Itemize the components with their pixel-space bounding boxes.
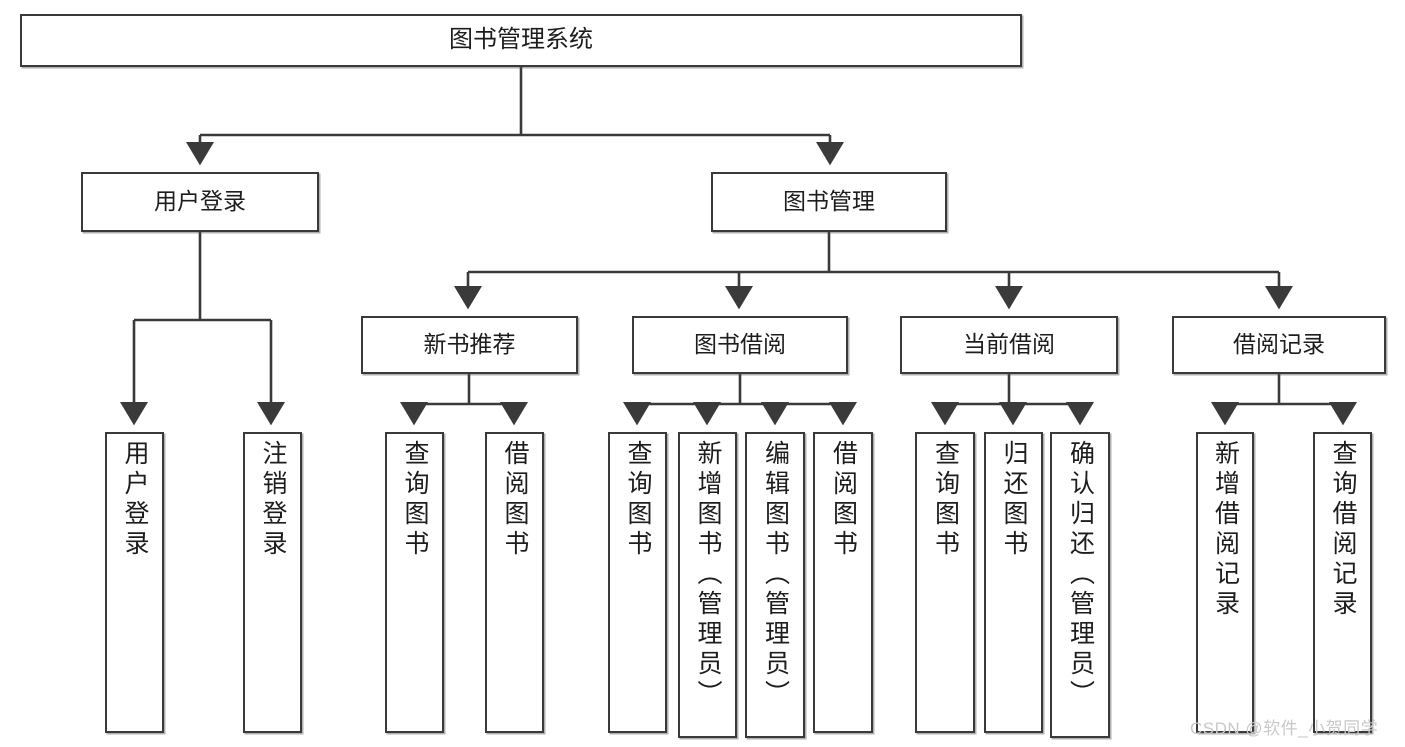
leaf-query-book-borrow[interactable]: 查询图书 [608,432,667,733]
node-label: 图书管理系统 [449,26,593,54]
leaf-borrow-book-recommend[interactable]: 借阅图书 [485,432,544,733]
node-label: 用户登录 [121,440,149,560]
node-label: 借阅记录 [1233,331,1325,358]
leaf-logout[interactable]: 注销登录 [243,432,302,733]
node-label: 新增借阅记录 [1211,440,1240,620]
leaf-query-borrow-record[interactable]: 查询借阅记录 [1313,432,1372,733]
node-book-management[interactable]: 图书管理 [711,172,947,232]
csdn-watermark: CSDN @软件_小贺同学 [1190,719,1379,738]
node-label: 归还图书 [1000,440,1028,560]
node-label: 编辑图书（管理员） [761,440,790,710]
node-label: 注销登录 [259,440,287,560]
node-label: 新增图书（管理员） [694,440,722,710]
node-label: 用户登录 [154,188,246,215]
node-label: 查询图书 [401,440,429,560]
node-label: 当前借阅 [963,331,1055,358]
node-label: 查询图书 [931,440,960,560]
leaf-add-book-admin[interactable]: 新增图书（管理员） [678,432,737,738]
leaf-return-book[interactable]: 归还图书 [984,432,1043,733]
node-book-borrow[interactable]: 图书借阅 [632,316,848,374]
node-label: 确认归还（管理员） [1066,440,1095,710]
leaf-edit-book-admin[interactable]: 编辑图书（管理员） [745,432,805,738]
node-borrow-record[interactable]: 借阅记录 [1172,316,1386,374]
leaf-add-borrow-record[interactable]: 新增借阅记录 [1196,432,1254,733]
node-label: 图书管理 [783,188,875,215]
node-label: 借阅图书 [501,440,529,560]
leaf-user-login[interactable]: 用户登录 [105,432,164,733]
node-current-borrow[interactable]: 当前借阅 [900,316,1118,374]
node-label: 图书借阅 [694,331,786,358]
node-new-book-recommend[interactable]: 新书推荐 [361,316,578,374]
node-book-management-system[interactable]: 图书管理系统 [20,14,1022,67]
leaf-confirm-return-admin[interactable]: 确认归还（管理员） [1050,432,1110,738]
leaf-query-book-recommend[interactable]: 查询图书 [385,432,444,733]
node-label: 查询图书 [624,440,652,560]
node-label: 借阅图书 [829,440,858,560]
node-label: 新书推荐 [423,331,516,358]
node-label: 查询借阅记录 [1329,440,1357,620]
leaf-borrow-book[interactable]: 借阅图书 [813,432,873,733]
node-user-login[interactable]: 用户登录 [81,172,319,232]
leaf-query-book-current[interactable]: 查询图书 [915,432,975,733]
